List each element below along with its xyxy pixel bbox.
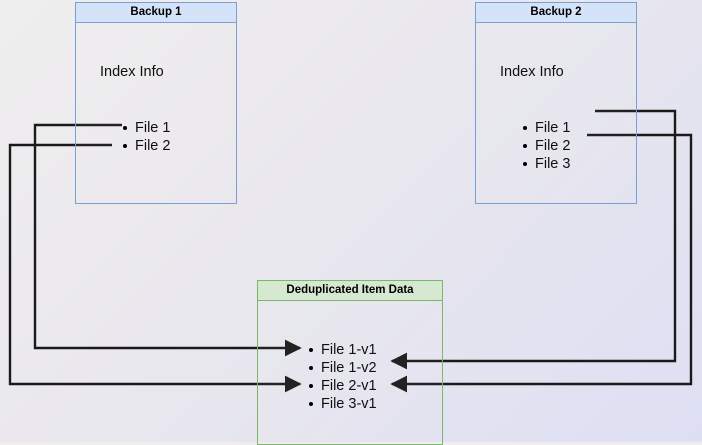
backup-2-file-list: File 1 File 2 File 3 [522, 119, 570, 173]
list-item[interactable]: File 2 [122, 137, 170, 155]
list-item[interactable]: File 1 [522, 119, 570, 137]
connector-backup2-file2-to-file2v1 [390, 133, 693, 393]
node-deduplicated-item-data-header: Deduplicated Item Data [258, 281, 442, 301]
list-item[interactable]: File 3-v1 [308, 395, 377, 413]
node-backup-2[interactable]: Backup 2 Index Info File 1 File 2 File 3 [475, 2, 637, 204]
node-backup-2-header: Backup 2 [476, 3, 636, 23]
list-item[interactable]: File 1-v1 [308, 341, 377, 359]
list-item[interactable]: File 2 [522, 137, 570, 155]
node-backup-1[interactable]: Backup 1 Index Info File 1 File 2 [75, 2, 237, 204]
node-backup-1-body: Index Info File 1 File 2 [76, 23, 236, 203]
backup-2-index-label: Index Info [500, 64, 564, 80]
node-deduplicated-item-data-body: File 1-v1 File 1-v2 File 2-v1 File 3-v1 [258, 301, 442, 444]
node-deduplicated-item-data[interactable]: Deduplicated Item Data File 1-v1 File 1-… [257, 280, 443, 445]
node-backup-1-header: Backup 1 [76, 3, 236, 23]
backup-1-index-label: Index Info [100, 64, 164, 80]
backup-1-file-list: File 1 File 2 [122, 119, 170, 155]
connector-backup2-file1-to-file1v2 [390, 109, 677, 370]
list-item[interactable]: File 2-v1 [308, 377, 377, 395]
list-item[interactable]: File 1 [122, 119, 170, 137]
dedup-file-list: File 1-v1 File 1-v2 File 2-v1 File 3-v1 [308, 341, 377, 413]
node-backup-2-body: Index Info File 1 File 2 File 3 [476, 23, 636, 203]
list-item[interactable]: File 3 [522, 155, 570, 173]
connector-backup1-file1-to-file1v1 [33, 123, 302, 357]
list-item[interactable]: File 1-v2 [308, 359, 377, 377]
connector-backup1-file2-to-file2v1 [8, 143, 302, 393]
